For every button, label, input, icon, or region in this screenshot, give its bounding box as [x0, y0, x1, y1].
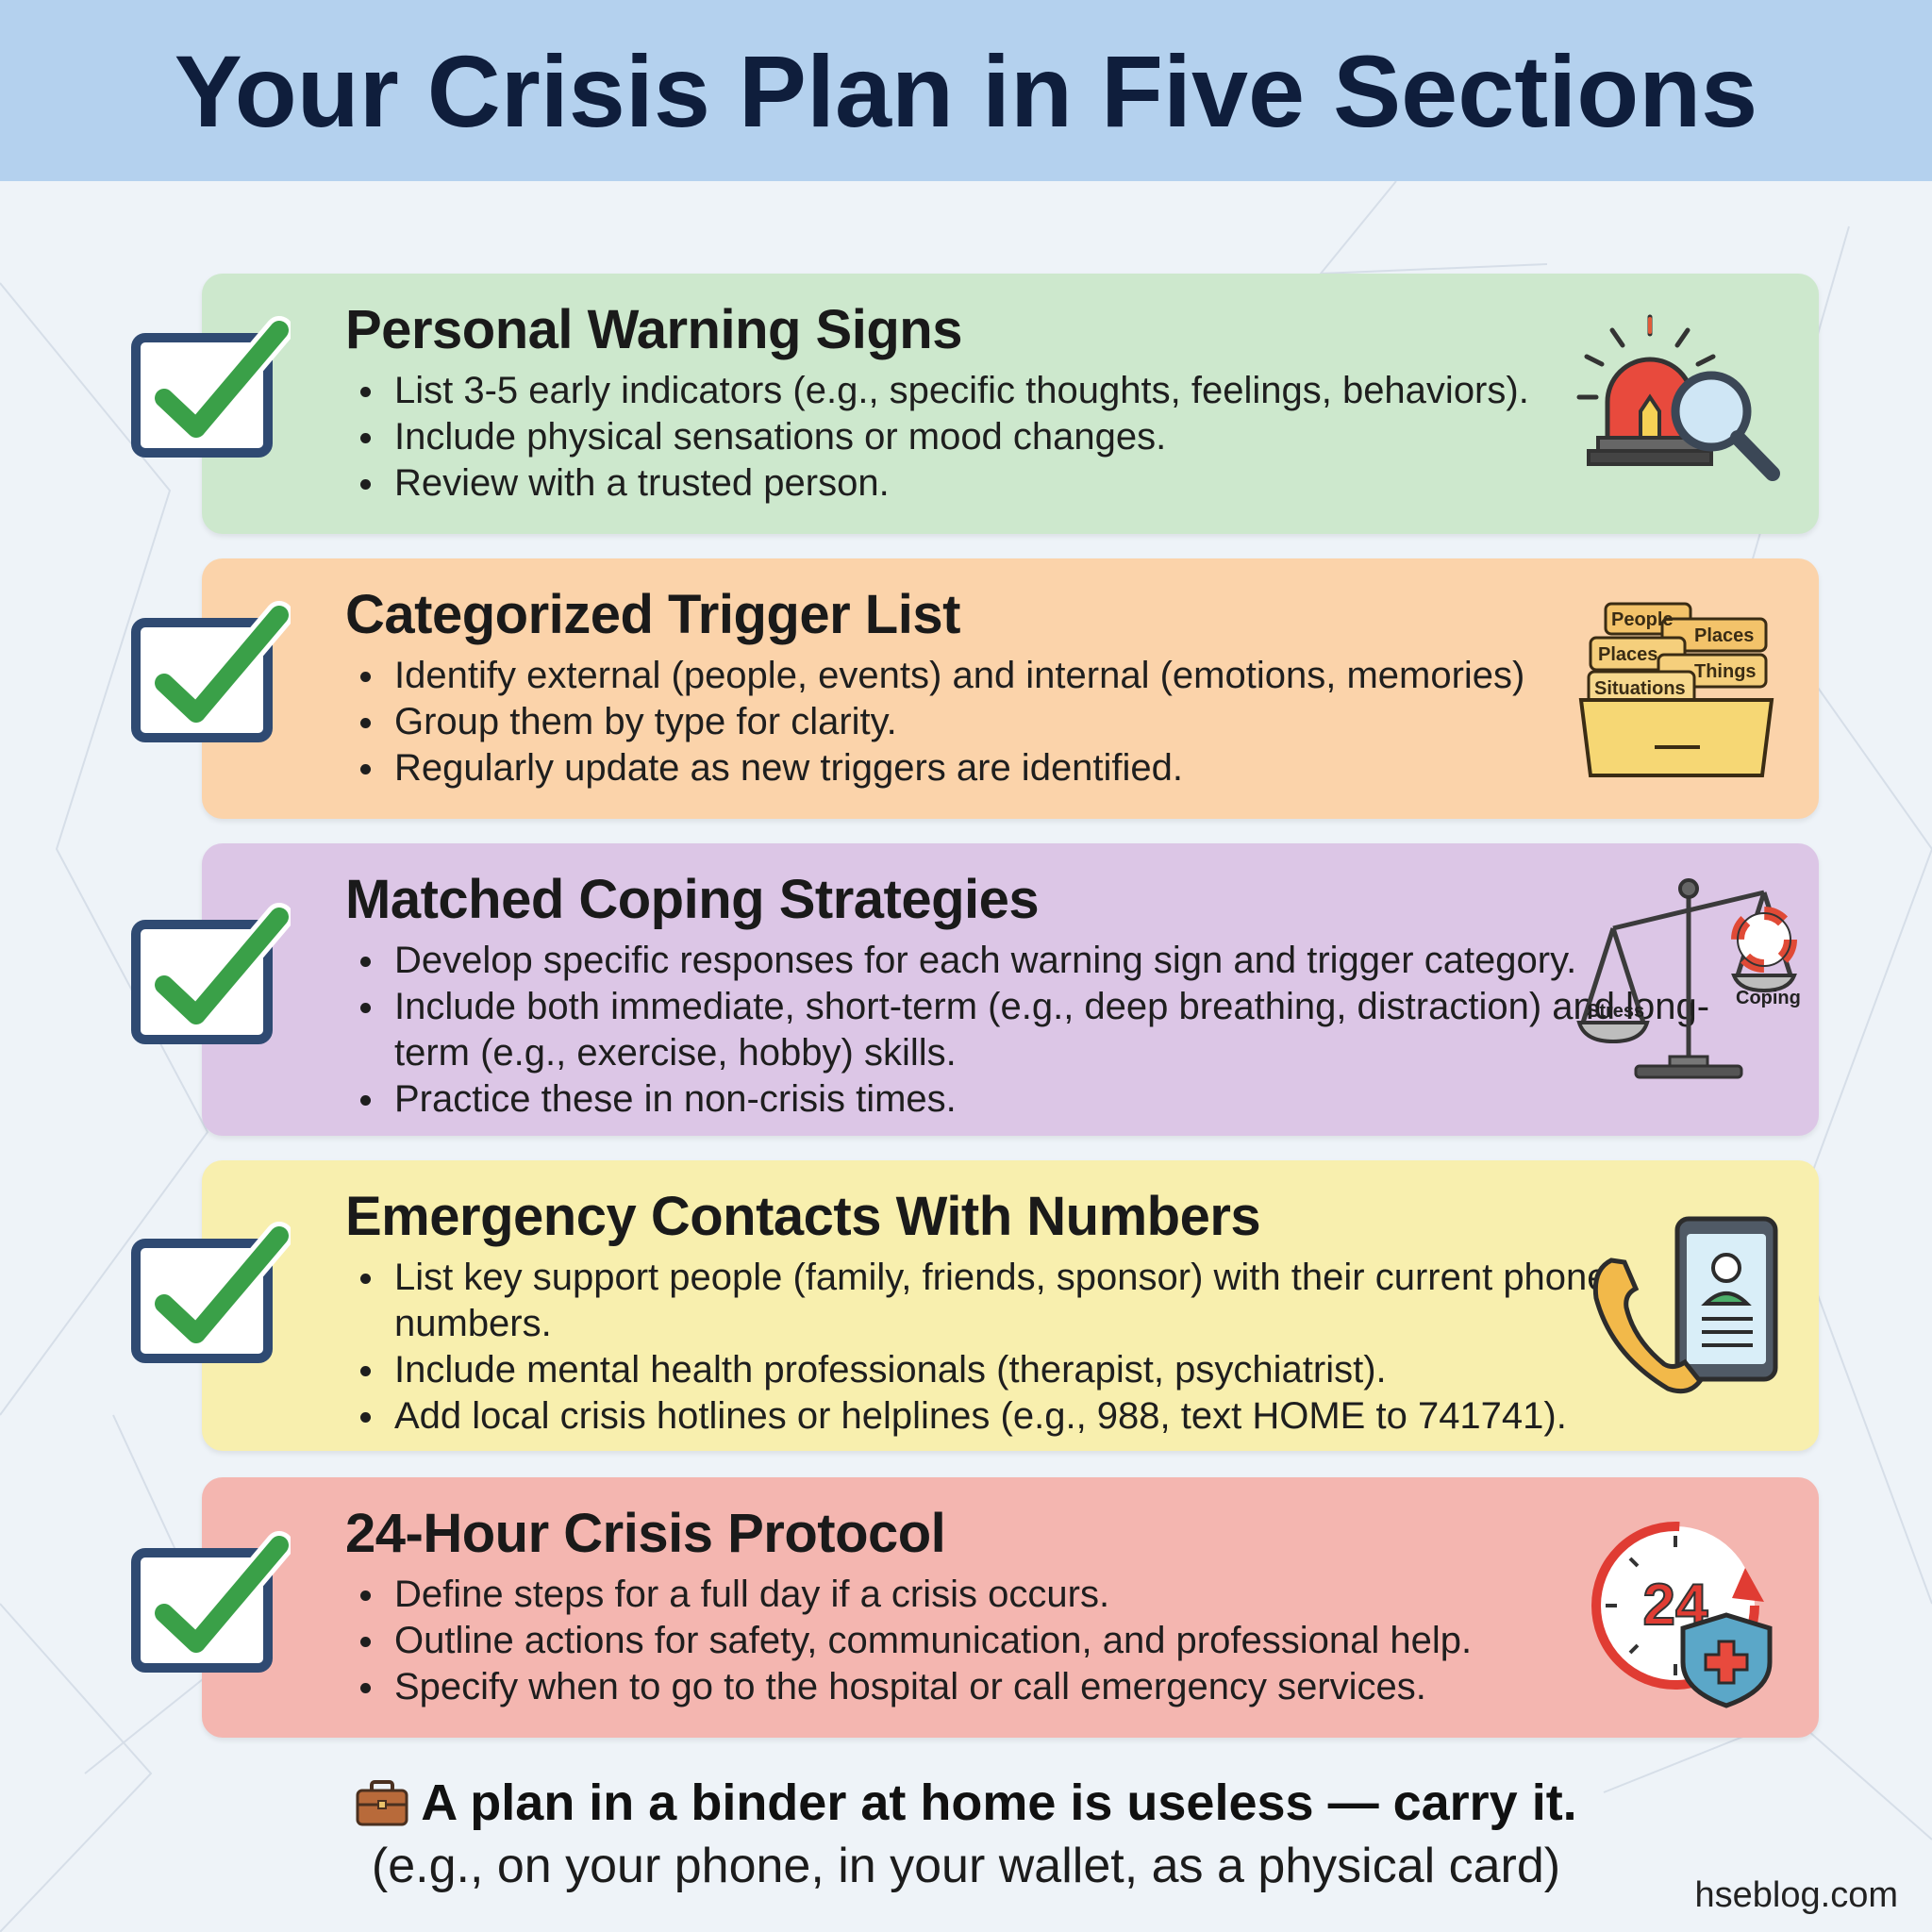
section-title: Emergency Contacts With Numbers: [345, 1186, 1261, 1247]
footer-main: A plan in a binder at home is useless — …: [0, 1774, 1932, 1832]
section-title: Matched Coping Strategies: [345, 869, 1040, 930]
alarm-magnifier-icon: [1576, 314, 1780, 481]
folder-tabs-icon: People Places Places Things Situations: [1578, 602, 1774, 777]
clock-label: 24: [1643, 1573, 1708, 1638]
list-item: Include both immediate, short-term (e.g.…: [345, 984, 1770, 1076]
folder-tab-label: Places: [1598, 644, 1657, 665]
list-item: List 3-5 early indicators (e.g., specifi…: [345, 368, 1770, 414]
checkmark-icon: [131, 601, 291, 742]
balance-scale-icon: Stress Coping: [1576, 878, 1801, 1079]
list-item: Group them by type for clarity.: [345, 699, 1770, 745]
list-item: List key support people (family, friends…: [345, 1255, 1770, 1347]
section-emergency-contacts: Emergency Contacts With Numbers List key…: [202, 1160, 1819, 1451]
checkmark-icon: [131, 316, 291, 458]
list-item: Develop specific responses for each warn…: [345, 938, 1770, 984]
header-banner: Your Crisis Plan in Five Sections: [0, 0, 1932, 181]
bullet-list: Develop specific responses for each warn…: [345, 938, 1770, 1123]
scale-label-coping: Coping: [1736, 988, 1801, 1008]
section-matched-coping-strategies: Matched Coping Strategies Develop specif…: [202, 843, 1819, 1136]
list-item: Include physical sensations or mood chan…: [345, 414, 1770, 460]
checkmark-icon: [131, 1222, 291, 1363]
list-item: Review with a trusted person.: [345, 460, 1770, 507]
list-item: Practice these in non-crisis times.: [345, 1076, 1770, 1123]
footer-main-text: A plan in a binder at home is useless — …: [421, 1774, 1577, 1831]
section-title: Personal Warning Signs: [345, 299, 962, 360]
section-personal-warning-signs: Personal Warning Signs List 3-5 early in…: [202, 274, 1819, 534]
section-title: 24-Hour Crisis Protocol: [345, 1503, 946, 1564]
24-hour-clock-shield-icon: 24: [1591, 1522, 1773, 1708]
page-title: Your Crisis Plan in Five Sections: [174, 33, 1758, 148]
section-title: Categorized Trigger List: [345, 584, 960, 645]
checkmark-icon: [131, 1531, 291, 1673]
checkmark-icon: [131, 903, 291, 1044]
list-item: Include mental health professionals (the…: [345, 1347, 1770, 1393]
bullet-list: List key support people (family, friends…: [345, 1255, 1770, 1440]
folder-tab-label: Situations: [1594, 678, 1686, 699]
bullet-list: Identify external (people, events) and i…: [345, 653, 1770, 791]
phone-contact-icon: [1592, 1216, 1778, 1394]
list-item: Define steps for a full day if a crisis …: [345, 1572, 1770, 1618]
section-categorized-trigger-list: Categorized Trigger List Identify extern…: [202, 558, 1819, 819]
site-credit: hseblog.com: [1694, 1875, 1898, 1915]
list-item: Regularly update as new triggers are ide…: [345, 745, 1770, 791]
list-item: Specify when to go to the hospital or ca…: [345, 1664, 1770, 1710]
bullet-list: List 3-5 early indicators (e.g., specifi…: [345, 368, 1770, 507]
scale-label-stress: Stress: [1587, 1001, 1644, 1022]
briefcase-icon: [356, 1780, 408, 1826]
bullet-list: Define steps for a full day if a crisis …: [345, 1572, 1770, 1710]
folder-tab-label: Things: [1694, 661, 1757, 682]
footer: A plan in a binder at home is useless — …: [0, 1774, 1932, 1894]
list-item: Identify external (people, events) and i…: [345, 653, 1770, 699]
list-item: Add local crisis hotlines or helplines (…: [345, 1393, 1770, 1440]
list-item: Outline actions for safety, communicatio…: [345, 1618, 1770, 1664]
folder-tab-label: Places: [1694, 625, 1754, 646]
section-24-hour-crisis-protocol: 24-Hour Crisis Protocol Define steps for…: [202, 1477, 1819, 1738]
footer-sub-text: (e.g., on your phone, in your wallet, as…: [371, 1839, 1561, 1893]
folder-tab-label: People: [1611, 609, 1674, 630]
